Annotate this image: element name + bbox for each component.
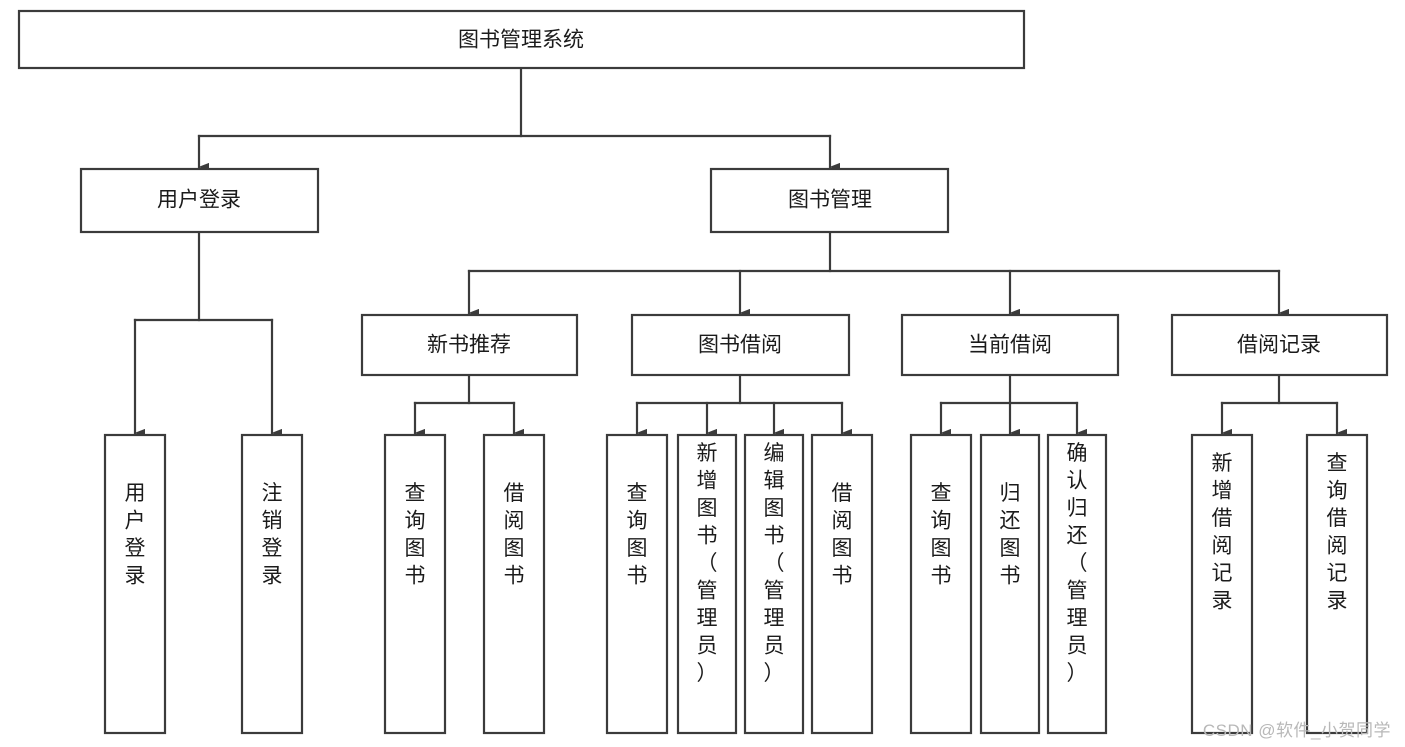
node-leaf-query-book-1-label: 查询图书	[405, 482, 426, 588]
node-book-borrow-box[interactable]	[630, 313, 851, 377]
node-leaf-query-book-1-box[interactable]	[383, 433, 447, 735]
node-leaf-return-book-box[interactable]	[979, 433, 1041, 735]
node-root[interactable]: 图书管理系统	[17, 9, 1026, 70]
connector-group-book-borrow-to-leaves	[635, 373, 853, 438]
node-leaf-add-book-label: 新增图书（管理员）	[697, 442, 718, 685]
node-current-borrow-label: 当前借阅	[968, 334, 1052, 357]
csdn-watermark: CSDN @软件_小贺同学	[1202, 721, 1391, 740]
node-leaf-borrow-book-1-box[interactable]	[482, 433, 546, 735]
node-leaf-query-record-box[interactable]	[1305, 433, 1369, 735]
node-borrow-record[interactable]: 借阅记录	[1170, 313, 1389, 377]
node-user-login[interactable]: 用户登录	[79, 167, 320, 234]
node-leaf-edit-book-box[interactable]	[743, 433, 805, 735]
node-book-manage[interactable]: 图书管理	[709, 167, 950, 234]
node-leaf-return-book[interactable]: 归还图书	[979, 433, 1041, 735]
node-user-login-box[interactable]	[79, 167, 320, 234]
node-root-box[interactable]	[17, 9, 1026, 70]
node-new-book-recommend[interactable]: 新书推荐	[360, 313, 579, 377]
node-leaf-borrow-book-1[interactable]: 借阅图书	[482, 433, 546, 735]
node-book-borrow-label: 图书借阅	[698, 334, 782, 357]
node-leaf-borrow-book-2-label: 借阅图书	[832, 482, 853, 588]
node-book-manage-label: 图书管理	[788, 189, 872, 212]
node-leaf-add-record-label: 新增借阅记录	[1212, 452, 1233, 613]
node-leaf-query-book-3-box[interactable]	[909, 433, 973, 735]
node-leaf-user-login-label: 用户登录	[125, 482, 146, 588]
node-current-borrow[interactable]: 当前借阅	[900, 313, 1120, 377]
node-leaf-confirm-return[interactable]: 确认归还（管理员）	[1046, 433, 1108, 735]
node-leaf-add-book-box[interactable]	[676, 433, 738, 735]
node-leaf-borrow-book-2[interactable]: 借阅图书	[810, 433, 874, 735]
connector-group-current-borrow-to-leaves	[939, 373, 1088, 438]
connector-group-borrow-record-to-leaves	[1220, 373, 1348, 438]
node-leaf-confirm-return-label: 确认归还（管理员）	[1067, 442, 1088, 685]
node-leaf-logout-login-label: 注销登录	[262, 482, 283, 588]
node-book-manage-box[interactable]	[709, 167, 950, 234]
node-leaf-add-record[interactable]: 新增借阅记录	[1190, 433, 1254, 735]
node-new-book-recommend-box[interactable]	[360, 313, 579, 377]
node-leaf-borrow-book-2-box[interactable]	[810, 433, 874, 735]
connector-group-user-login-to-leaves	[133, 230, 283, 438]
connector-group-root-to-level2	[197, 66, 841, 172]
node-leaf-query-book-2-box[interactable]	[605, 433, 669, 735]
node-book-borrow[interactable]: 图书借阅	[630, 313, 851, 377]
node-leaf-add-book[interactable]: 新增图书（管理员）	[676, 433, 738, 735]
node-leaf-logout-login[interactable]: 注销登录	[240, 433, 304, 735]
node-root-label: 图书管理系统	[458, 29, 584, 52]
node-leaf-query-book-2-label: 查询图书	[627, 482, 648, 588]
node-leaf-add-record-box[interactable]	[1190, 433, 1254, 735]
node-leaf-query-record[interactable]: 查询借阅记录	[1305, 433, 1369, 735]
node-leaf-borrow-book-1-label: 借阅图书	[504, 482, 525, 588]
node-leaf-query-book-3[interactable]: 查询图书	[909, 433, 973, 735]
node-borrow-record-box[interactable]	[1170, 313, 1389, 377]
node-leaf-user-login-box[interactable]	[103, 433, 167, 735]
node-leaf-edit-book[interactable]: 编辑图书（管理员）	[743, 433, 805, 735]
node-leaf-query-book-1[interactable]: 查询图书	[383, 433, 447, 735]
node-leaf-query-record-label: 查询借阅记录	[1327, 452, 1348, 613]
node-borrow-record-label: 借阅记录	[1237, 334, 1321, 357]
node-leaf-user-login[interactable]: 用户登录	[103, 433, 167, 735]
connector-group-new-book-recommend-to-leaves	[413, 373, 525, 438]
node-new-book-recommend-label: 新书推荐	[427, 334, 511, 357]
connector-group-book-manage-to-level3	[467, 230, 1290, 318]
node-leaf-logout-login-box[interactable]	[240, 433, 304, 735]
node-leaf-query-book-3-label: 查询图书	[931, 482, 952, 588]
node-leaf-return-book-label: 归还图书	[1000, 482, 1021, 588]
node-leaf-confirm-return-box[interactable]	[1046, 433, 1108, 735]
node-current-borrow-box[interactable]	[900, 313, 1120, 377]
node-leaf-edit-book-label: 编辑图书（管理员）	[764, 442, 785, 685]
node-user-login-label: 用户登录	[157, 189, 241, 212]
node-leaf-query-book-2[interactable]: 查询图书	[605, 433, 669, 735]
